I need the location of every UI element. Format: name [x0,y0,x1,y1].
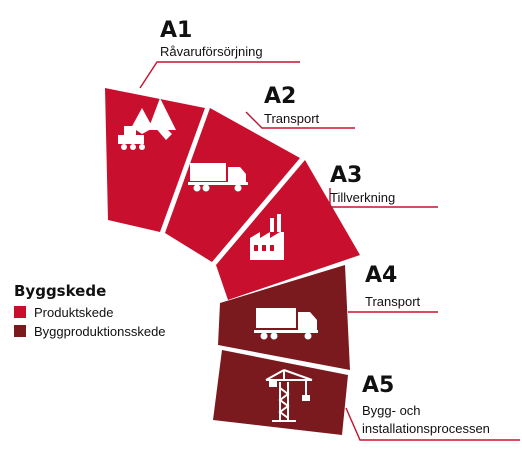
segment-a1 [105,88,205,232]
legend-swatch-construction [14,325,26,337]
stage-label: Transport [365,294,421,309]
stage-label: Tillverkning [330,190,395,205]
stage-label: Råvaruförsörjning [160,44,263,59]
stage-code: A4 [365,263,397,288]
stage-code: A2 [264,84,296,109]
legend: Byggskede Produktskede Byggproduktionssk… [14,282,166,339]
legend-swatch-product [14,306,26,318]
legend-label-construction: Byggproduktionsskede [34,324,166,339]
crane-icon [265,369,313,422]
stage-code: A5 [362,373,394,398]
leader-a1 [139,61,300,89]
truck-icon [254,308,318,340]
stage-code: A3 [330,163,362,188]
leader-a2 [245,111,355,129]
truck-icon [188,163,248,192]
mining-icon [118,98,176,150]
leader-a3 [329,188,438,208]
stage-label: Transport [264,111,320,126]
segment-a3 [216,160,360,300]
stage-label-line: installationsprocessen [362,421,490,436]
legend-title: Byggskede [14,282,106,300]
leader-a5 [345,407,520,441]
factory-icon [250,214,284,260]
legend-label-product: Produktskede [34,305,114,320]
stage-label-line: Bygg- och [362,403,421,418]
stage-code: A1 [160,18,192,43]
